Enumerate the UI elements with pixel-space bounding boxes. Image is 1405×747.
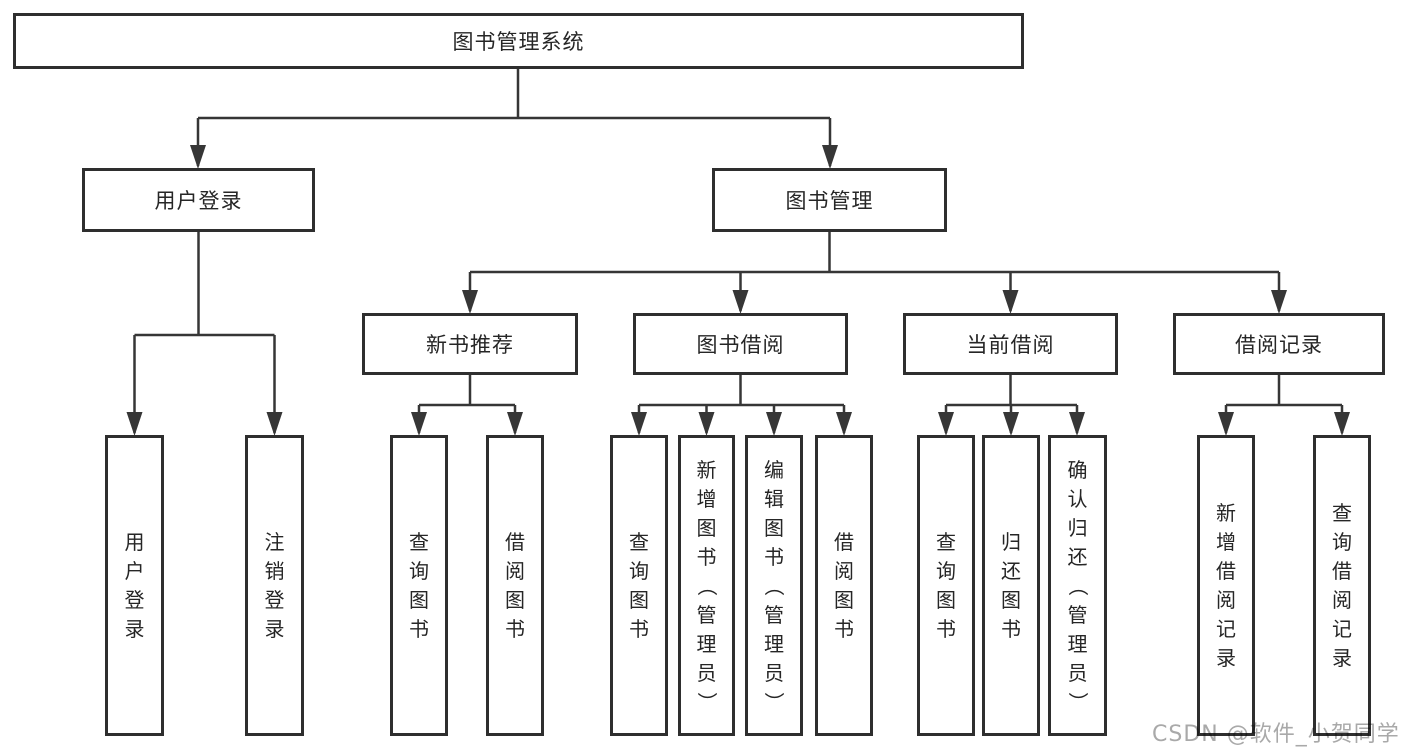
arrow-down-icon [836,412,852,436]
arrow-down-icon [190,145,206,169]
leaf-borrow-book-2: 借阅图书 [815,435,873,736]
leaf-borrow-book-1: 借阅图书 [486,435,544,736]
arrow-down-icon [1003,412,1019,436]
leaf-query-book-3: 查询图书 [917,435,975,736]
arrow-down-icon [1002,290,1019,314]
connector-userlogin-to-leaves [133,232,276,433]
connector-bookmgmt-to-level3 [468,232,1281,311]
leaf-query-book-2: 查询图书 [610,435,668,736]
node-book-borrow: 图书借阅 [633,313,848,375]
arrow-down-icon [698,412,715,436]
node-root-book-management-system: 图书管理系统 [13,13,1024,69]
arrow-down-icon [1218,412,1234,436]
csdn-watermark: CSDN @软件_小贺同学 [1152,722,1400,747]
leaf-logout: 注销登录 [245,435,304,736]
connector-record-to-leaves [1224,375,1344,433]
arrow-down-icon [462,290,478,314]
leaf-return-book: 归还图书 [982,435,1040,736]
leaf-query-book-1: 查询图书 [390,435,448,736]
leaf-add-borrow-record: 新增借阅记录 [1197,435,1255,736]
arrow-down-icon [1069,412,1085,436]
connector-currentborrow-to-leaves [944,375,1079,433]
leaf-edit-book-admin: 编辑图书（管理员） [745,435,803,736]
node-borrow-record: 借阅记录 [1173,313,1385,375]
arrow-down-icon [1334,412,1350,436]
arrow-down-icon [631,412,647,436]
leaf-confirm-return-admin: 确认归还（管理员） [1048,435,1107,736]
arrow-down-icon [822,145,838,169]
node-new-book-recommend: 新书推荐 [362,313,578,375]
leaf-query-borrow-record: 查询借阅记录 [1313,435,1371,736]
node-user-login: 用户登录 [82,168,315,232]
connector-newbook-to-leaves [417,375,517,433]
leaf-add-book-admin: 新增图书（管理员） [678,435,735,736]
leaf-user-login: 用户登录 [105,435,164,736]
arrow-down-icon [411,412,427,436]
arrow-down-icon [732,290,749,314]
arrow-down-icon [266,412,283,436]
node-current-borrow: 当前借阅 [903,313,1118,375]
arrow-down-icon [938,412,954,436]
arrow-down-icon [507,412,523,436]
connector-bookborrow-to-leaves [637,375,846,433]
arrow-down-icon [1271,290,1287,314]
node-book-management: 图书管理 [712,168,947,232]
connector-root-to-level2 [196,69,832,166]
arrow-down-icon [766,412,782,436]
arrow-down-icon [126,412,143,436]
